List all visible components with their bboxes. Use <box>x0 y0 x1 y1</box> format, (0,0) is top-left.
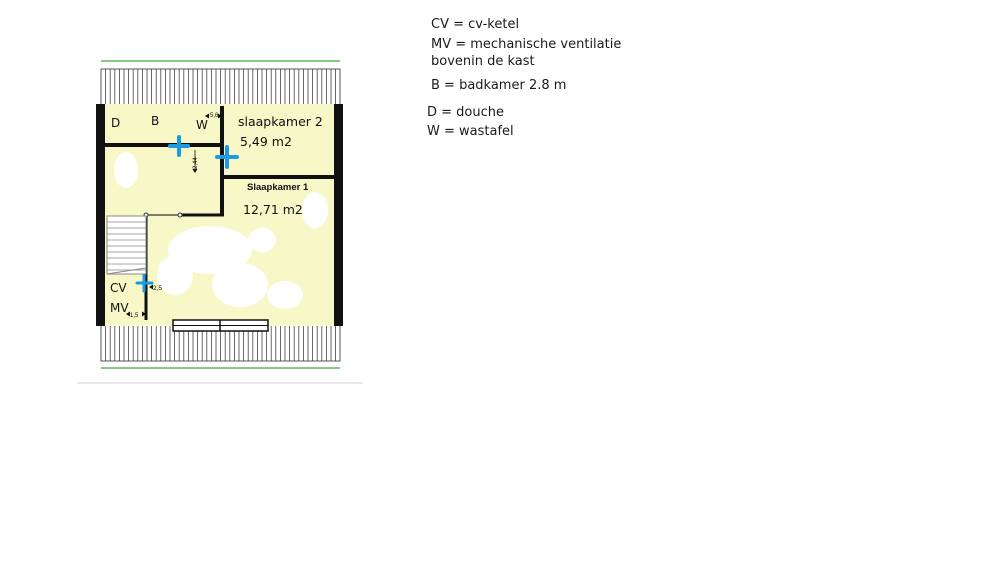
erased-blob <box>267 281 303 309</box>
legend-cv: CV = cv-ketel <box>431 17 520 32</box>
plus-marker-bathroom <box>168 135 190 157</box>
legend-w: W = wastafel <box>427 124 514 139</box>
railing-post-2 <box>177 212 183 218</box>
stair-end <box>106 267 147 275</box>
legend-mv-line2: bovenin de kast <box>431 54 535 69</box>
legend-d: D = douche <box>427 105 504 120</box>
dim-top: 5,6 <box>210 113 219 119</box>
dim-arrow-right <box>218 113 222 119</box>
dim-mv-arrow-left <box>126 311 130 317</box>
dim-cv-arrow <box>149 284 153 290</box>
erased-areas <box>114 152 328 309</box>
erased-blob <box>212 263 268 307</box>
label-cv: CV <box>110 281 127 295</box>
dim-mv: 1,5 <box>130 313 139 319</box>
dim-arrow-left <box>205 113 209 119</box>
room1-name: Slaapkamer 1 <box>247 182 309 193</box>
room1-area: 12,71 m2 <box>243 202 303 217</box>
dim-vertical: 2,44 <box>193 157 199 169</box>
dim-mv-arrow-right <box>142 311 146 317</box>
dim-vertical-arrow <box>192 169 198 173</box>
roof-top-hatch <box>105 69 337 105</box>
plus-marker-cv <box>135 273 154 293</box>
dim-cv: 2,5 <box>153 285 162 292</box>
legend-mv-line1: MV = mechanische ventilatie <box>431 37 622 52</box>
plus-marker-room2 <box>215 145 239 169</box>
label-badkamer: B <box>151 114 159 128</box>
stair-steps <box>107 221 146 271</box>
staircase <box>106 215 147 275</box>
erased-blob <box>248 228 276 252</box>
erased-blob <box>157 255 193 295</box>
erased-blob <box>168 226 252 274</box>
erased-blob <box>114 152 138 188</box>
label-wastafel: W <box>196 118 208 132</box>
room2-name: slaapkamer 2 <box>238 114 323 129</box>
wall-right <box>334 104 343 326</box>
room2-area: 5,49 m2 <box>240 134 292 149</box>
label-mv: MV <box>110 301 129 315</box>
legend-b: B = badkamer 2.8 m <box>431 78 567 93</box>
label-douche: D <box>111 116 120 130</box>
erased-blob <box>302 192 328 228</box>
wall-left <box>96 104 105 326</box>
